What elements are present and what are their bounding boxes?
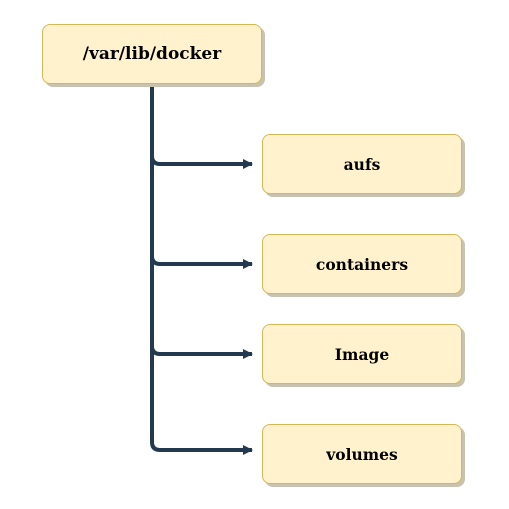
child-node-label: aufs	[343, 154, 381, 174]
child-node-label: containers	[315, 254, 409, 274]
child-node-label: Image	[334, 344, 390, 364]
connector-volumes	[150, 84, 253, 455]
connector-aufs	[150, 84, 253, 169]
root-node-label: /var/lib/docker	[82, 44, 222, 64]
child-node-volumes: volumes	[262, 424, 462, 484]
child-node-label: volumes	[326, 444, 398, 464]
child-node-image: Image	[262, 324, 462, 384]
connector-image	[150, 84, 253, 359]
root-node-var-lib-docker: /var/lib/docker	[42, 24, 262, 84]
child-node-aufs: aufs	[262, 134, 462, 194]
connector-containers	[150, 84, 253, 269]
child-node-containers: containers	[262, 234, 462, 294]
